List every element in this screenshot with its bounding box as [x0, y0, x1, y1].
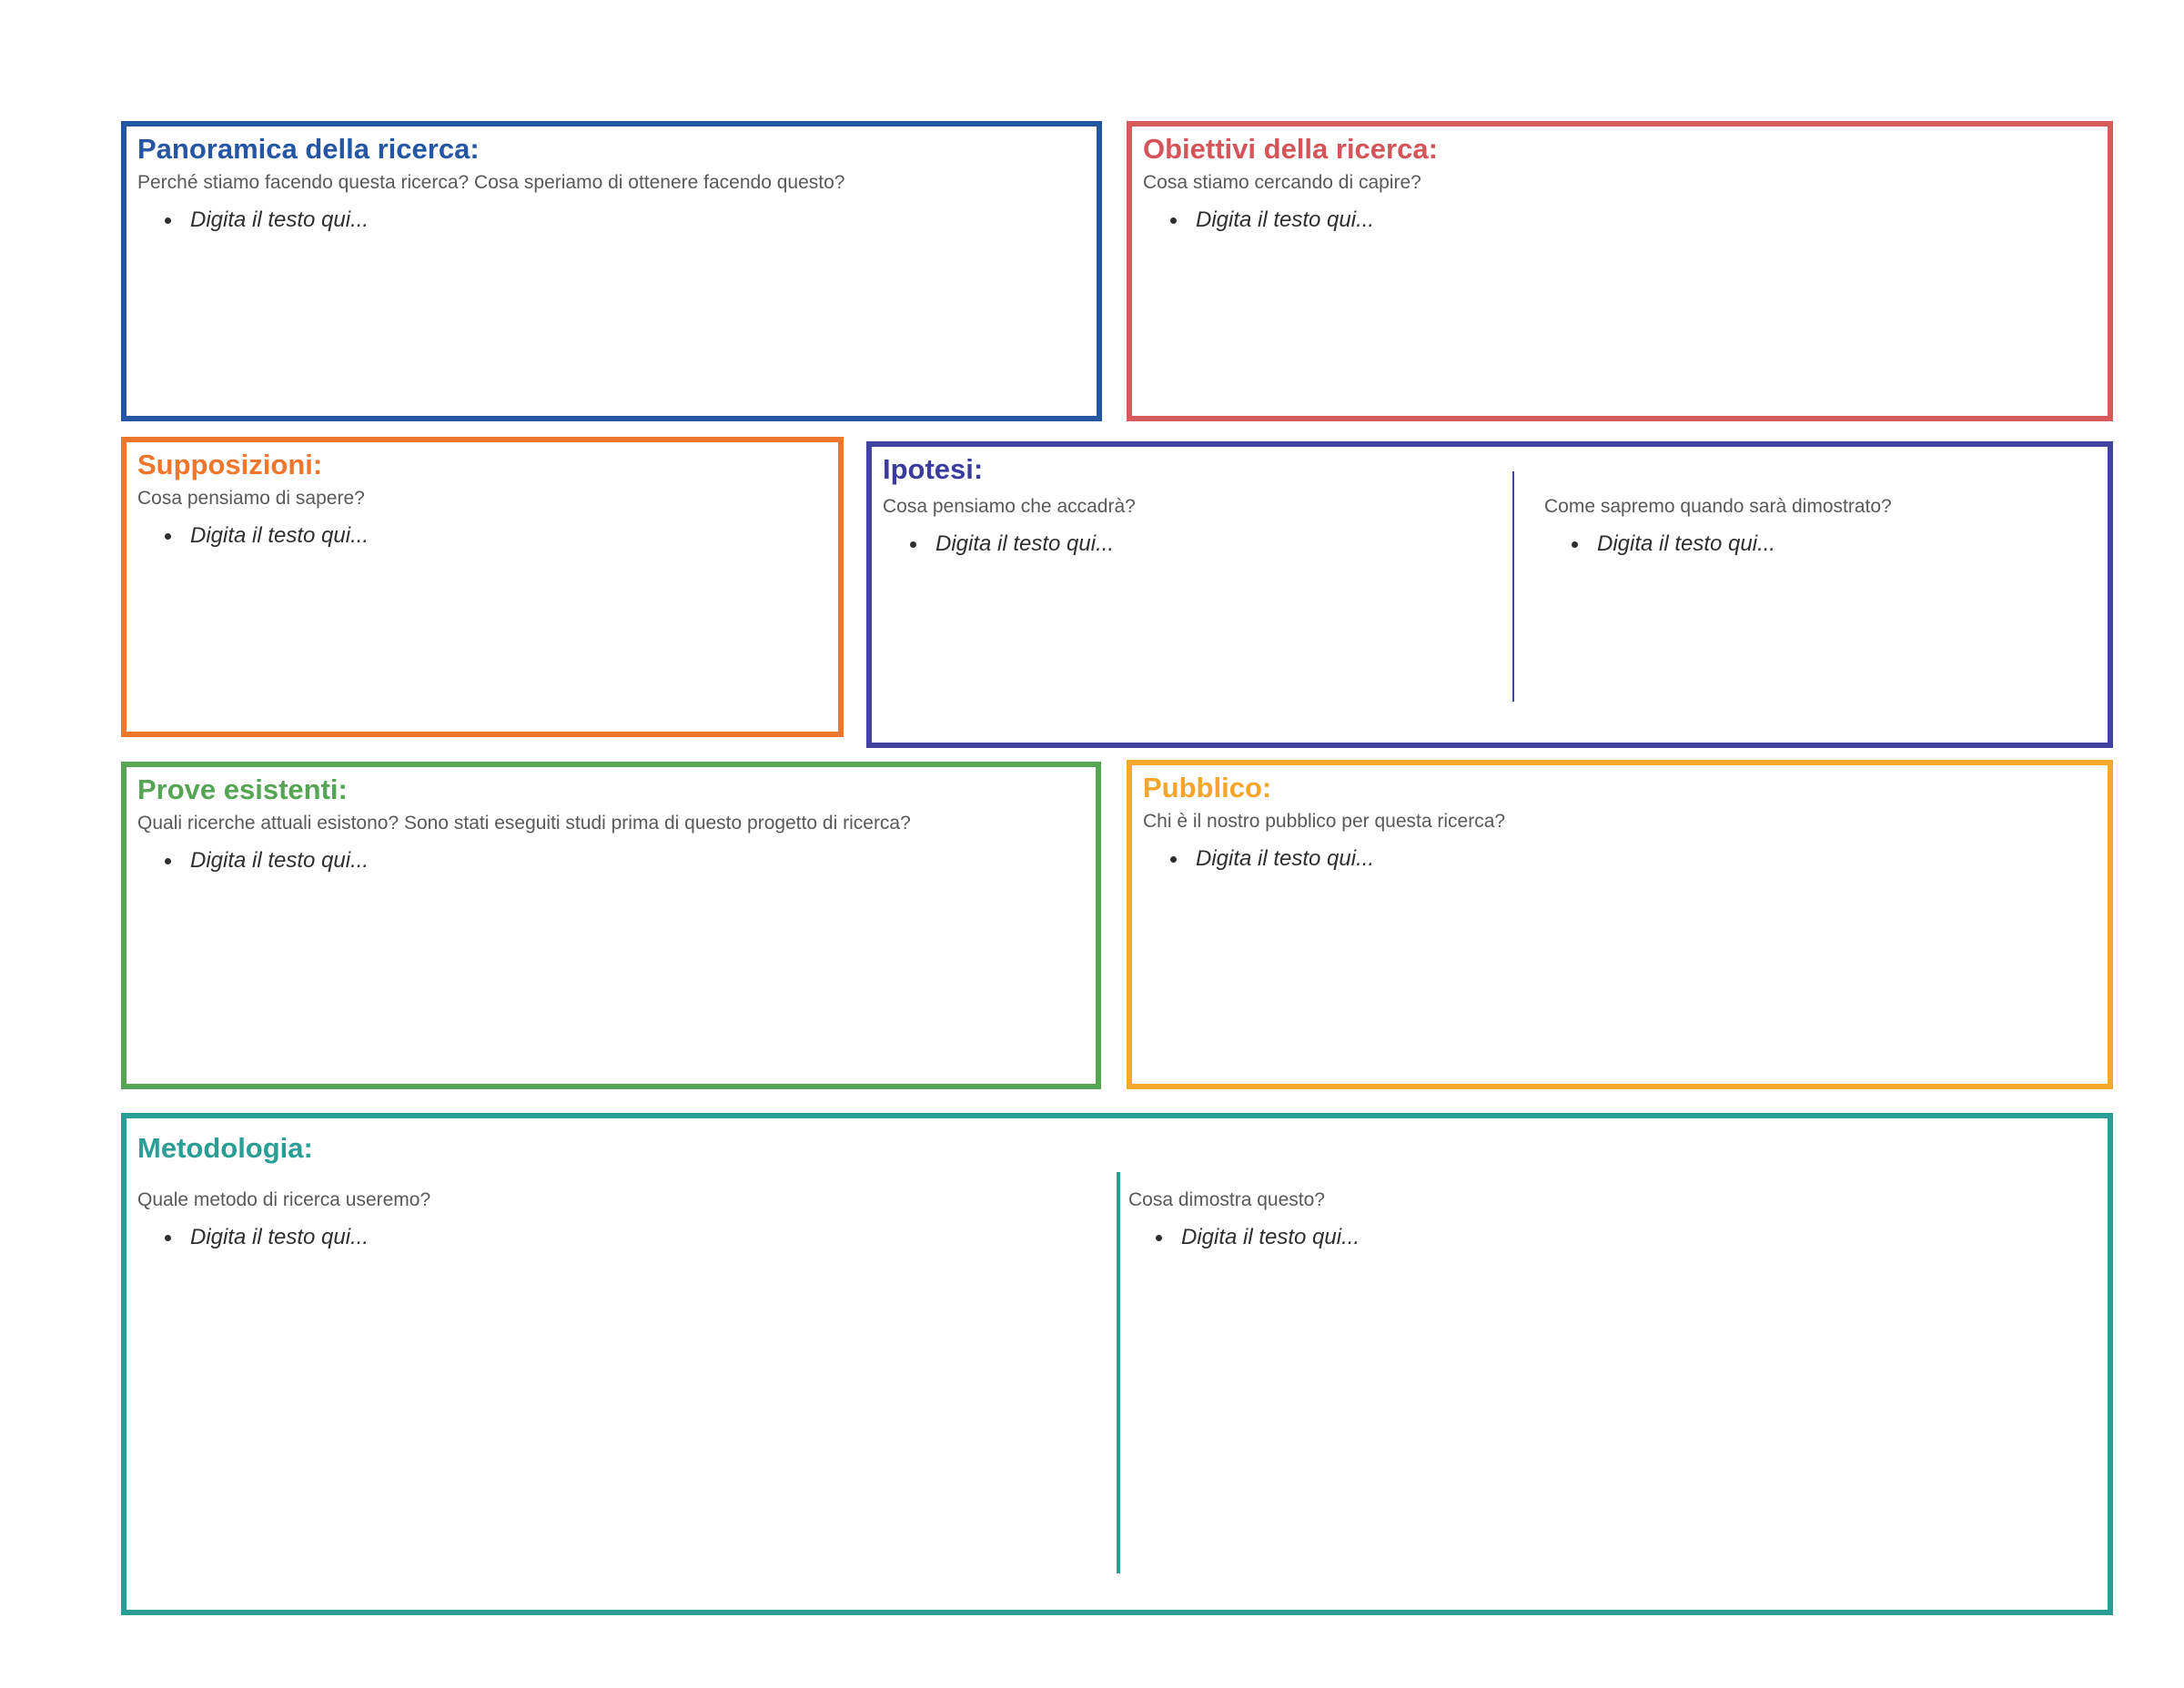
section-question-left: Quale metodo di ricerca useremo?	[137, 1189, 431, 1211]
text-placeholder[interactable]: Digita il testo qui...	[1572, 531, 2097, 558]
placeholder-list: Digita il testo qui...	[137, 847, 1085, 874]
text-placeholder[interactable]: Digita il testo qui...	[165, 522, 827, 550]
section-title: Pubblico:	[1143, 772, 1272, 804]
column-right: Come sapremo quando sarà dimostrato? Dig…	[1544, 490, 2097, 558]
column-left: Cosa pensiamo che accadrà? Digita il tes…	[883, 490, 1512, 558]
text-placeholder[interactable]: Digita il testo qui...	[165, 1224, 1117, 1251]
two-column-area: Cosa pensiamo che accadrà? Digita il tes…	[883, 490, 2097, 558]
placeholder-list: Digita il testo qui...	[137, 522, 827, 550]
section-obiettivi-della-ricerca: Obiettivi della ricerca: Cosa stiamo cer…	[1127, 121, 2113, 421]
section-question: Cosa pensiamo di sapere?	[137, 488, 365, 510]
section-ipotesi: Ipotesi: Cosa pensiamo che accadrà? Digi…	[866, 441, 2113, 748]
section-question: Perché stiamo facendo questa ricerca? Co…	[137, 172, 845, 194]
placeholder-list: Digita il testo qui...	[1544, 531, 2097, 558]
two-column-area: Quale metodo di ricerca useremo? Digita …	[137, 1183, 2097, 1251]
section-metodologia: Metodologia: Quale metodo di ricerca use…	[121, 1113, 2113, 1615]
section-title: Prove esistenti:	[137, 773, 348, 805]
text-placeholder[interactable]: Digita il testo qui...	[165, 207, 1086, 234]
section-question: Quali ricerche attuali esistono? Sono st…	[137, 813, 911, 834]
section-pubblico: Pubblico: Chi è il nostro pubblico per q…	[1127, 760, 2113, 1089]
section-question-right: Come sapremo quando sarà dimostrato?	[1544, 496, 1892, 518]
placeholder-list: Digita il testo qui...	[137, 1224, 1117, 1251]
text-placeholder[interactable]: Digita il testo qui...	[165, 847, 1085, 874]
section-title: Panoramica della ricerca:	[137, 133, 480, 165]
section-question-right: Cosa dimostra questo?	[1128, 1189, 1325, 1211]
section-question: Chi è il nostro pubblico per questa rice…	[1143, 811, 1506, 833]
vertical-divider	[1512, 471, 1514, 702]
text-placeholder[interactable]: Digita il testo qui...	[910, 531, 1512, 558]
section-panoramica-della-ricerca: Panoramica della ricerca: Perché stiamo …	[121, 121, 1102, 421]
section-title: Obiettivi della ricerca:	[1143, 133, 1438, 165]
text-placeholder[interactable]: Digita il testo qui...	[1170, 845, 2097, 873]
section-title: Ipotesi:	[883, 453, 984, 485]
placeholder-list: Digita il testo qui...	[137, 207, 1086, 234]
section-supposizioni: Supposizioni: Cosa pensiamo di sapere? D…	[121, 437, 844, 737]
vertical-divider	[1117, 1172, 1120, 1573]
section-title: Supposizioni:	[137, 449, 323, 480]
section-question-left: Cosa pensiamo che accadrà?	[883, 496, 1136, 518]
column-right: Cosa dimostra questo? Digita il testo qu…	[1128, 1183, 2097, 1251]
placeholder-list: Digita il testo qui...	[883, 531, 1512, 558]
text-placeholder[interactable]: Digita il testo qui...	[1170, 207, 2097, 234]
placeholder-list: Digita il testo qui...	[1128, 1224, 2097, 1251]
text-placeholder[interactable]: Digita il testo qui...	[1156, 1224, 2097, 1251]
section-title: Metodologia:	[137, 1132, 313, 1164]
section-question: Cosa stiamo cercando di capire?	[1143, 172, 1421, 194]
placeholder-list: Digita il testo qui...	[1143, 207, 2097, 234]
column-left: Quale metodo di ricerca useremo? Digita …	[137, 1183, 1117, 1251]
placeholder-list: Digita il testo qui...	[1143, 845, 2097, 873]
section-prove-esistenti: Prove esistenti: Quali ricerche attuali …	[121, 762, 1101, 1089]
